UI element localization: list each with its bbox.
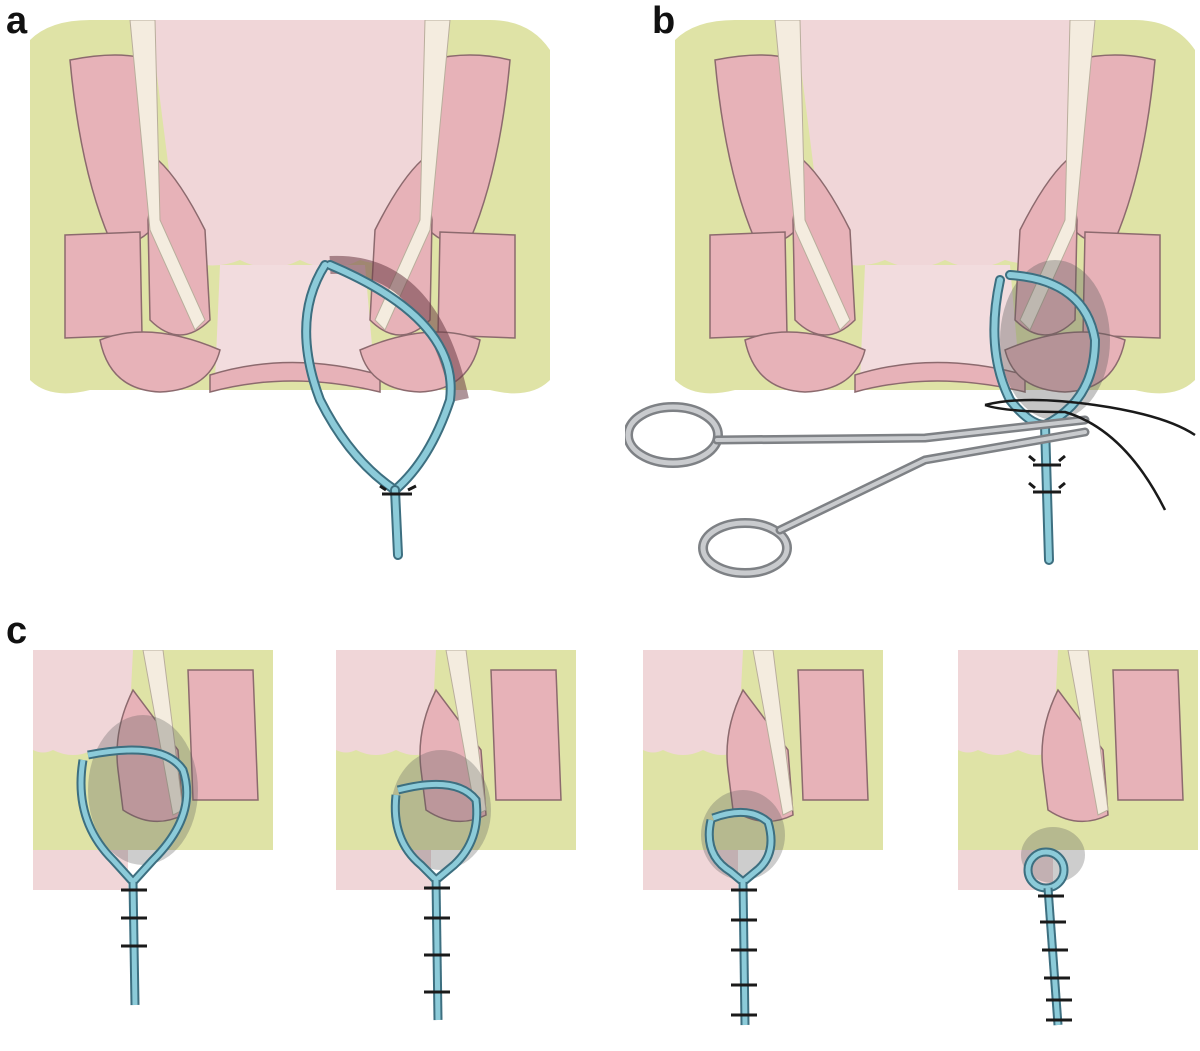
external-sphincter xyxy=(490,669,562,801)
rectal-lumen xyxy=(643,650,743,890)
rectal-lumen xyxy=(795,20,1075,268)
suture-thread-icon xyxy=(984,398,1196,511)
ligature-knot-icon xyxy=(424,886,450,994)
anorectal-anatomy xyxy=(30,20,550,394)
panel-a-illustration xyxy=(30,20,550,560)
fascia xyxy=(752,650,794,816)
panel-c-stage-3 xyxy=(643,650,883,1026)
right-external-sphincter xyxy=(437,231,516,339)
left-external-sphincter xyxy=(64,231,143,339)
anal-canal xyxy=(860,265,1020,380)
external-sphincter xyxy=(1112,669,1184,801)
fascia xyxy=(1067,650,1109,816)
panel-label-b: b xyxy=(652,0,676,42)
external-sphincter xyxy=(797,669,869,801)
ligature-knot-icon xyxy=(121,888,147,948)
seton-loop-icon xyxy=(301,260,456,560)
right-external-sphincter xyxy=(1082,231,1161,339)
left-fascia xyxy=(129,20,206,331)
left-external-sphincter xyxy=(709,231,788,339)
fistula-tract xyxy=(88,715,198,865)
left-subcutaneous-sphincter xyxy=(744,331,866,393)
panel-label-a: a xyxy=(6,0,28,42)
panel-c-stage-2 xyxy=(336,650,576,1021)
ligature-knot-icon xyxy=(731,888,757,1017)
rectal-lumen xyxy=(150,20,430,268)
fistula-tract xyxy=(391,750,491,870)
rectal-lumen xyxy=(336,650,436,890)
ligature-knot-icon xyxy=(379,484,417,496)
fascia xyxy=(445,650,487,816)
panel-b-illustration xyxy=(625,20,1196,578)
internal-sphincter xyxy=(1041,688,1109,823)
left-fascia xyxy=(774,20,851,331)
perianal-skin xyxy=(854,361,1026,393)
perianal-skin xyxy=(209,361,381,393)
panel-c-stage-4 xyxy=(958,650,1198,1026)
right-fascia xyxy=(1019,20,1096,331)
ligature-knot-icon xyxy=(1038,894,1072,1022)
external-sphincter xyxy=(187,669,259,801)
panel-c-stage-1 xyxy=(33,650,273,1006)
left-internal-sphincter xyxy=(147,158,211,336)
rectal-lumen xyxy=(33,650,133,890)
rectal-lumen xyxy=(958,650,1058,890)
panel-label-c: c xyxy=(6,610,28,652)
hemostat-forceps-icon xyxy=(625,402,1090,578)
anal-canal xyxy=(215,265,375,380)
anorectal-anatomy xyxy=(675,20,1195,394)
left-internal-sphincter xyxy=(792,158,856,336)
right-fascia xyxy=(374,20,451,331)
left-subcutaneous-sphincter xyxy=(99,331,221,393)
ligature-knot-icon xyxy=(1028,454,1066,494)
